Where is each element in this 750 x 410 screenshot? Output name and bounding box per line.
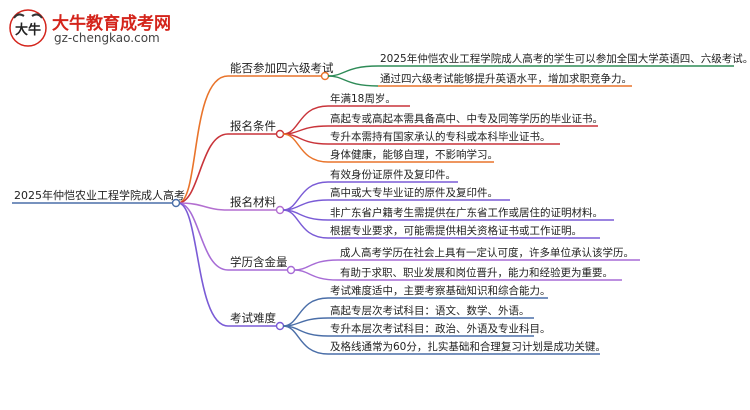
root-handle xyxy=(171,198,181,208)
branch-leaf: 有助于求职、职业发展和岗位晋升，能力和经验更为重要。 xyxy=(340,266,613,279)
branch-leaf: 专升本需持有国家承认的专科或本科毕业证书。 xyxy=(330,130,551,143)
branch-handle xyxy=(275,321,285,331)
branch-leaf: 年满18周岁。 xyxy=(330,92,396,105)
connector-root-b2 xyxy=(177,133,229,204)
branch-label: 能否参加四六级考试 xyxy=(230,61,334,75)
brand-title: 大牛教育成考网 xyxy=(52,14,171,34)
root-connectors xyxy=(177,75,229,327)
branch-leaf: 非广东省户籍考生需提供在广东省工作或居住的证明材料。 xyxy=(330,206,603,219)
branch-3: 报名材料 有效身份证原件及复印件。 高中或大专毕业证的原件及复印件。 非广东省户… xyxy=(228,168,614,239)
branch-leaf: 专升本层次考试科目：政治、外语及专业科目。 xyxy=(330,322,551,335)
branch-handle xyxy=(286,265,296,275)
branch-leaf: 高起专层次考试科目：语文、数学、外语。 xyxy=(330,304,530,317)
branch-label: 报名材料 xyxy=(230,195,276,209)
branch-4: 学历含金量 成人高考学历在社会上具有一定认可度，许多单位承认该学历。 有助于求职… xyxy=(228,246,640,281)
brand-logo: 大牛 大牛教育成考网 gz-chengkao.com xyxy=(8,6,178,50)
branch-handle xyxy=(275,205,285,215)
connector-root-b4 xyxy=(177,202,229,271)
connector-root-b5 xyxy=(177,202,229,327)
connector-root-b1 xyxy=(177,75,229,204)
branch-leaf: 及格线通常为60分，扎实基础和合理复习计划是成功关键。 xyxy=(330,340,606,353)
branch-leaf: 根据专业要求，可能需提供相关资格证书或工作证明。 xyxy=(330,224,582,237)
branch-leaf: 通过四六级考试能够提升英语水平，增加求职竞争力。 xyxy=(380,72,632,85)
branch-leaf: 成人高考学历在社会上具有一定认可度，许多单位承认该学历。 xyxy=(340,246,634,259)
branch-1: 能否参加四六级考试 2025年仲恺农业工程学院成人高考的学生可以参加全国大学英语… xyxy=(228,52,750,87)
branch-5: 考试难度 考试难度适中，主要考察基础知识和综合能力。 高起专层次考试科目：语文、… xyxy=(228,284,606,355)
branch-leaf: 高中或大专毕业证的原件及复印件。 xyxy=(330,186,498,199)
logo-mark-text: 大牛 xyxy=(15,22,41,38)
bull-logo-icon: 大牛 xyxy=(9,9,47,47)
branch-label: 考试难度 xyxy=(230,311,276,325)
branch-leaf: 高起专或高起本需具备高中、中专及同等学历的毕业证书。 xyxy=(330,112,603,125)
root-label: 2025年仲恺农业工程学院成人高考 xyxy=(14,188,185,202)
branch-2: 报名条件 年满18周岁。 高起专或高起本需具备高中、中专及同等学历的毕业证书。 … xyxy=(228,92,603,163)
branch-label: 学历含金量 xyxy=(230,255,288,269)
branch-handle xyxy=(320,71,330,81)
brand-url: gz-chengkao.com xyxy=(54,31,160,45)
branch-label: 报名条件 xyxy=(230,119,276,133)
branch-handle xyxy=(275,129,285,139)
branch-leaf: 2025年仲恺农业工程学院成人高考的学生可以参加全国大学英语四、六级考试。 xyxy=(380,52,750,65)
branch-leaf: 身体健康，能够自理，不影响学习。 xyxy=(330,148,498,161)
branch-leaf: 有效身份证原件及复印件。 xyxy=(330,168,456,181)
connector-root-b3 xyxy=(177,202,229,211)
root-node: 2025年仲恺农业工程学院成人高考 xyxy=(12,188,185,208)
branch-leaf: 考试难度适中，主要考察基础知识和综合能力。 xyxy=(330,284,551,297)
